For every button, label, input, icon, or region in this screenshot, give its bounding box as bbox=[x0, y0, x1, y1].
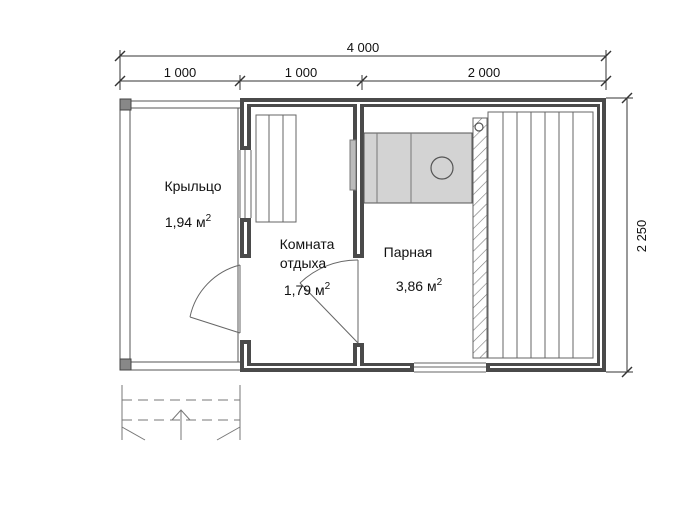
segment-2-label: 1 000 bbox=[285, 65, 318, 80]
porch bbox=[119, 98, 240, 371]
window-left bbox=[239, 150, 252, 218]
porch-post-bottom bbox=[119, 358, 132, 371]
stove-burner-icon bbox=[430, 156, 454, 180]
wall-inner-fills bbox=[244, 102, 602, 368]
porch-door bbox=[189, 264, 241, 334]
rest-room-name-1: Комната bbox=[280, 236, 335, 252]
porch-label: Крыльцо 1,94 м2 bbox=[164, 178, 221, 230]
rest-room-area: 1,79 м2 bbox=[284, 281, 331, 298]
porch-area: 1,94 м2 bbox=[165, 213, 212, 230]
porch-post-top bbox=[119, 98, 132, 111]
sauna-shelves bbox=[487, 111, 594, 359]
bottom-opening bbox=[414, 362, 486, 373]
dimension-height: 2 250 bbox=[606, 92, 649, 378]
segment-3-label: 2 000 bbox=[468, 65, 501, 80]
lamp-icon bbox=[474, 122, 484, 132]
steam-room-name: Парная bbox=[384, 244, 433, 260]
dimension-segments: 1 000 1 000 2 000 bbox=[114, 65, 612, 90]
dimension-total-width: 4 000 bbox=[114, 40, 612, 90]
segment-1-label: 1 000 bbox=[164, 65, 197, 80]
steam-room-area: 3,86 м2 bbox=[396, 277, 443, 294]
steam-room-label: Парная 3,86 м2 bbox=[384, 244, 443, 294]
porch-name: Крыльцо bbox=[164, 178, 221, 194]
hatched-partition bbox=[472, 117, 488, 359]
height-label: 2 250 bbox=[634, 220, 649, 253]
interior-door bbox=[299, 259, 359, 344]
total-width-label: 4 000 bbox=[347, 40, 380, 55]
porch-steps bbox=[121, 385, 241, 441]
rest-room-name-2: отдыха bbox=[280, 255, 327, 271]
rest-room-label: Комната отдыха 1,79 м2 bbox=[280, 236, 335, 298]
rest-room-bench bbox=[255, 114, 297, 223]
sauna-stove bbox=[349, 132, 473, 204]
